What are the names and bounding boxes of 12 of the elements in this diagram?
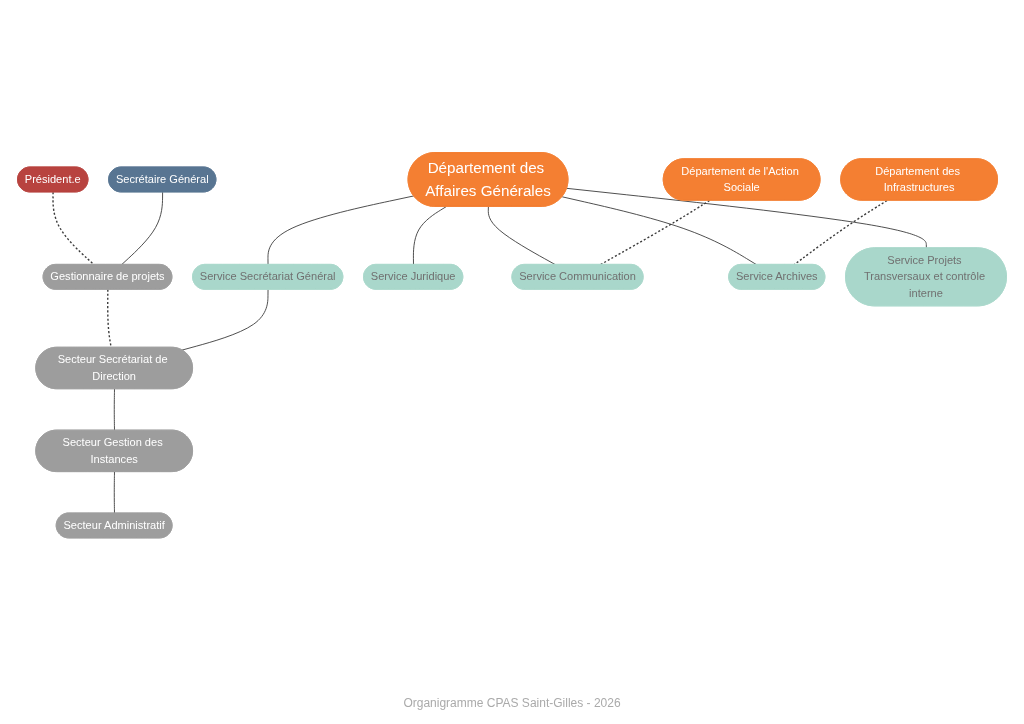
connector bbox=[487, 206, 556, 265]
connector bbox=[181, 288, 269, 351]
connector bbox=[793, 199, 888, 266]
connector bbox=[267, 195, 415, 265]
connector bbox=[412, 206, 447, 265]
connector bbox=[113, 388, 115, 431]
connector bbox=[121, 191, 164, 265]
connector bbox=[561, 196, 758, 265]
caption: Organigramme CPAS Saint-Gilles - 2026 bbox=[403, 696, 621, 710]
connector bbox=[52, 191, 95, 266]
connector bbox=[113, 471, 115, 514]
connector bbox=[566, 187, 927, 249]
